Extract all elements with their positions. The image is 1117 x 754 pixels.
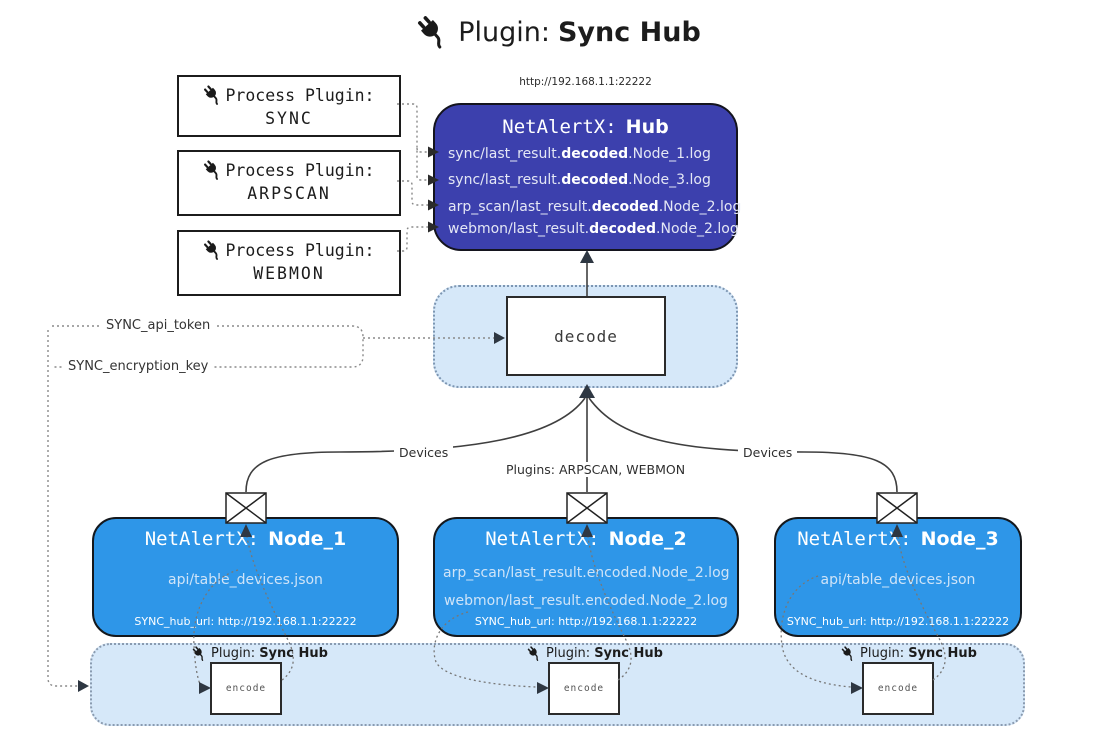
plug-icon (416, 14, 450, 50)
plugins-center-label: Plugins: ARPSCAN, WEBMON (501, 462, 691, 477)
process-plugin-label: Process Plugin: (225, 85, 375, 105)
process-plugin-name: SYNC (265, 109, 313, 128)
process-plugin-arpscan-box: Process Plugin: ARPSCAN (177, 150, 401, 216)
node-hub-url: SYNC_hub_url: http://192.168.1.1:22222 (134, 615, 357, 628)
node-title: NetAlertX:Node_2 (485, 528, 687, 550)
encode-box-1: encode (210, 662, 282, 715)
page-title-name: Sync Hub (557, 16, 701, 48)
node-1-box: NetAlertX:Node_1 api/table_devices.json … (92, 517, 399, 637)
hub-title-prefix: NetAlertX: (502, 116, 617, 138)
plug-icon (192, 645, 207, 662)
hub-log-entry: arp_scan/last_result.decoded.Node_2.log (448, 199, 742, 215)
process-plugin-webmon-box: Process Plugin: WEBMON (177, 230, 401, 296)
plug-icon (527, 645, 542, 662)
node-hub-url: SYNC_hub_url: http://192.168.1.1:22222 (786, 615, 1010, 628)
hub-title: NetAlertX: Hub (435, 116, 736, 138)
strip-plugin-label: Plugin:Sync Hub (192, 645, 328, 662)
hub-box: NetAlertX: Hub sync/last_result.decoded.N… (433, 103, 742, 251)
process-plugin-name: WEBMON (253, 264, 325, 283)
strip-plugin-label: Plugin:Sync Hub (841, 645, 977, 662)
strip-plugin-label: Plugin:Sync Hub (527, 645, 663, 662)
hub-title-name: Hub (625, 116, 669, 138)
process-plugin-name: ARPSCAN (247, 184, 331, 203)
plug-icon (203, 84, 223, 106)
sync-api-token-label: SYNC_api_token (100, 318, 217, 333)
page-title: Plugin: Sync Hub (0, 14, 1117, 50)
node-title: NetAlertX:Node_1 (144, 528, 347, 550)
plug-icon (841, 645, 856, 662)
plug-icon (203, 159, 223, 181)
encode-box-2: encode (548, 662, 620, 715)
node-3-box: NetAlertX:Node_3 api/table_devices.json … (774, 517, 1022, 637)
node-2-box: NetAlertX:Node_2 arp_scan/last_result.en… (433, 517, 739, 637)
node-title: NetAlertX:Node_3 (797, 528, 999, 550)
node-file: arp_scan/last_result.encoded.Node_2.log (443, 565, 730, 581)
node-file: api/table_devices.json (820, 572, 976, 588)
hub-log-entry: sync/last_result.decoded.Node_3.log (448, 172, 711, 188)
node-file: webmon/last_result.encoded.Node_2.log (444, 593, 728, 609)
strip-in-arrowhead (78, 680, 89, 692)
hub-log-entry: webmon/last_result.decoded.Node_2.log (448, 221, 739, 237)
node-hub-url: SYNC_hub_url: http://192.168.1.1:22222 (474, 615, 698, 628)
process-plugin-label: Process Plugin: (225, 160, 375, 180)
process-to-hub-edges (397, 103, 428, 252)
page-title-prefix: Plugin: (458, 16, 550, 48)
sync-encryption-key-label: SYNC_encryption_key (62, 359, 215, 374)
hub-url: http://192.168.1.1:22222 (519, 76, 652, 88)
encode-box-3: encode (862, 662, 934, 715)
plug-icon (203, 239, 223, 261)
process-plugin-sync-box: Process Plugin: SYNC (177, 75, 401, 137)
devices-right-label: Devices (738, 445, 798, 460)
hub-log-entry: sync/last_result.decoded.Node_1.log (448, 146, 711, 162)
process-plugin-label: Process Plugin: (225, 240, 375, 260)
decode-box: decode (506, 296, 666, 376)
node-file: api/table_devices.json (168, 572, 323, 588)
hub-in-arrowhead (580, 250, 594, 263)
devices-left-label: Devices (394, 445, 454, 460)
